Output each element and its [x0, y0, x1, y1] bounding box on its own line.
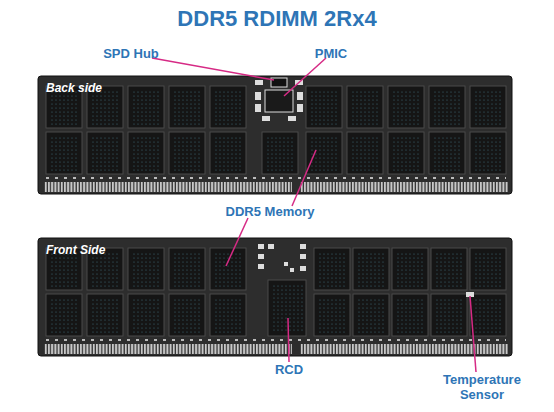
edge-connector-pins [44, 182, 292, 192]
passive-part [288, 116, 296, 121]
passive-part [255, 104, 261, 112]
side-label: Back side [46, 81, 102, 95]
pcb-board [38, 238, 512, 356]
dram-chip [169, 86, 205, 128]
contact-row [46, 339, 506, 341]
dram-chip [431, 294, 467, 336]
passive-part [268, 244, 274, 249]
dram-chip [470, 294, 506, 336]
module-side: Back side [38, 76, 512, 194]
rcd-chip-balls [271, 283, 303, 333]
side-label: Front Side [46, 243, 105, 257]
passive-part [284, 262, 288, 266]
leader-line [470, 296, 476, 372]
dram-chip [353, 248, 389, 290]
passive-part [297, 92, 303, 100]
pcb-board [38, 76, 512, 194]
passive-part [297, 104, 303, 112]
dram-chip [169, 132, 205, 174]
contact-row [46, 177, 506, 179]
dram-chip [429, 132, 465, 174]
dram-chip [392, 248, 428, 290]
passive-part [300, 244, 306, 249]
dram-chip [347, 86, 383, 128]
dram-chip [306, 132, 342, 174]
dram-chip [210, 248, 246, 290]
leader-line [284, 58, 326, 96]
dram-chip [314, 248, 350, 290]
passive-part [258, 254, 264, 259]
dram-chip [169, 294, 205, 336]
edge-connector-pins [300, 182, 508, 192]
dram-chip [128, 86, 164, 128]
leader-line [288, 318, 289, 362]
callout-label: SPD Hub [96, 46, 166, 61]
dram-chip [470, 248, 506, 290]
leader-line [152, 58, 274, 80]
dram-chip [128, 132, 164, 174]
dram-chip [210, 86, 246, 128]
passive-part [300, 266, 306, 271]
dram-chip [470, 86, 506, 128]
edge-connector-pins [300, 344, 508, 354]
leader-line [226, 218, 248, 266]
dram-chip [431, 248, 467, 290]
dram-chip [314, 294, 350, 336]
passive-part [290, 268, 294, 272]
callout-label: Temperature Sensor [432, 372, 532, 402]
dram-chip [210, 294, 246, 336]
dram-chip [392, 294, 428, 336]
callout-label: RCD [264, 362, 314, 377]
dram-chip [306, 86, 342, 128]
leader-line [292, 150, 316, 206]
dram-chip [347, 132, 383, 174]
passive-part [255, 80, 263, 85]
dram-chip [128, 248, 164, 290]
dram-chip [46, 294, 82, 336]
passive-part [258, 244, 264, 249]
dram-chip [388, 86, 424, 128]
dram-chip [262, 132, 298, 174]
dram-chip [169, 248, 205, 290]
dram-chip [46, 132, 82, 174]
callout-label: DDR5 Memory [210, 204, 330, 219]
diagram-title: DDR5 RDIMM 2Rx4 [0, 6, 554, 32]
dram-chip [470, 132, 506, 174]
dram-chip [87, 294, 123, 336]
passive-part [258, 264, 264, 269]
dram-chip [210, 132, 246, 174]
module-side: Front Side [38, 238, 512, 356]
dram-chip [128, 294, 164, 336]
passive-part [262, 116, 270, 121]
pmic-chip [265, 90, 293, 112]
passive-part [300, 254, 306, 259]
dram-chip [429, 86, 465, 128]
dram-chip [388, 132, 424, 174]
edge-connector-pins [44, 344, 292, 354]
passive-part [255, 92, 261, 100]
dram-chip [87, 132, 123, 174]
dram-chip [353, 294, 389, 336]
rcd-chip [268, 280, 306, 336]
callout-label: PMIC [306, 46, 356, 61]
